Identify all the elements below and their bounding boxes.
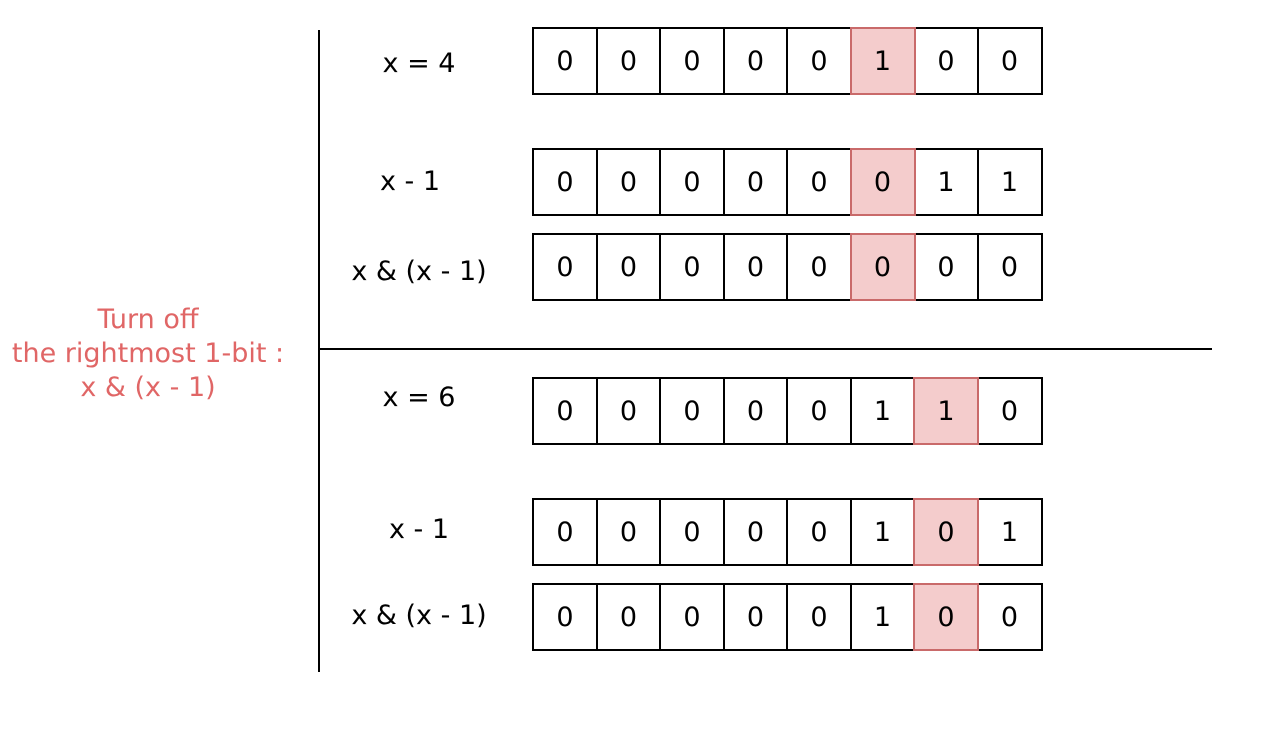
row-label-x-minus-1: x - 1	[388, 514, 450, 545]
bit-cell: 0	[532, 498, 598, 566]
bit-cell: 0	[722, 233, 789, 301]
bit-cell: 1	[976, 148, 1043, 216]
bit-cell: 0	[595, 233, 662, 301]
bit-cell: 0	[913, 27, 979, 95]
title-line-3: x & (x - 1)	[80, 372, 216, 403]
title-line-2: the rightmost 1-bit :	[11, 338, 285, 369]
bit-cell: 0	[976, 233, 1043, 301]
row-label-x-equals-4: x = 4	[382, 48, 456, 79]
bit-cell: 0	[722, 377, 789, 445]
bit-cell: 0	[913, 233, 979, 301]
bit-cell: 1	[849, 498, 916, 566]
bit-cell: 0	[722, 27, 789, 95]
bit-cell: 0	[659, 377, 725, 445]
bit-cell: 0	[595, 148, 662, 216]
bit-cell: 1	[976, 498, 1043, 566]
bit-cell: 0	[532, 148, 598, 216]
bit-cell: 0	[532, 583, 598, 651]
bit-cell: 0	[659, 148, 725, 216]
bit-cell-highlighted: 0	[849, 148, 916, 216]
bit-cell: 0	[786, 27, 852, 95]
bit-cell: 0	[976, 27, 1043, 95]
bit-cell: 1	[849, 583, 916, 651]
bit-cell: 0	[722, 583, 789, 651]
bit-cell: 0	[976, 583, 1043, 651]
bit-cell: 1	[849, 377, 916, 445]
bit-cell: 0	[722, 498, 789, 566]
bit-cell: 0	[532, 27, 598, 95]
bit-cell: 0	[532, 377, 598, 445]
bit-cell: 0	[722, 148, 789, 216]
row-label-x-minus-1: x - 1	[379, 166, 441, 197]
bit-cell: 0	[595, 583, 662, 651]
bit-cell: 0	[786, 498, 852, 566]
bit-cell: 0	[976, 377, 1043, 445]
horizontal-divider	[319, 348, 1212, 350]
bit-cell-highlighted: 0	[913, 583, 979, 651]
bit-cell: 0	[595, 377, 662, 445]
title-line-1: Turn off	[97, 304, 199, 335]
bit-cell: 0	[532, 233, 598, 301]
diagram-title: Turn off the rightmost 1-bit : x & (x - …	[0, 303, 296, 405]
bit-cell: 1	[913, 148, 979, 216]
bit-cell: 0	[786, 148, 852, 216]
bit-cell: 0	[659, 583, 725, 651]
bit-cell: 0	[595, 498, 662, 566]
bit-cell: 0	[659, 233, 725, 301]
bit-cell: 0	[659, 27, 725, 95]
bit-cell-highlighted: 1	[849, 27, 916, 95]
row-label-x-and-x-minus-1: x & (x - 1)	[351, 600, 487, 631]
bit-cell: 0	[786, 583, 852, 651]
bit-cell: 0	[786, 233, 852, 301]
bit-cell-highlighted: 0	[913, 498, 979, 566]
row-label-x-equals-6: x = 6	[382, 382, 456, 413]
bit-cell: 0	[659, 498, 725, 566]
bit-cell-highlighted: 1	[913, 377, 979, 445]
vertical-divider	[318, 30, 320, 672]
bit-cell-highlighted: 0	[849, 233, 916, 301]
row-label-x-and-x-minus-1: x & (x - 1)	[351, 256, 487, 287]
bit-cell: 0	[786, 377, 852, 445]
bit-cell: 0	[595, 27, 662, 95]
